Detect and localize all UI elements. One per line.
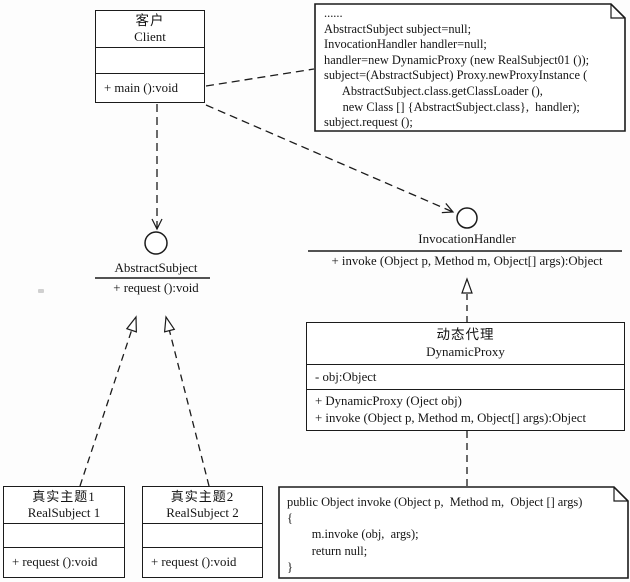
- client-code-note: ...... AbstractSubject subject=null; Inv…: [324, 6, 622, 131]
- realsubject1-class-name-cn: 真实主题1: [32, 489, 96, 505]
- realsubject2-class-methods: + request ():void: [143, 547, 262, 577]
- invocationhandler-invoke-method: + invoke (Object p, Method m, Object[] a…: [331, 254, 603, 268]
- dynamicproxy-obj-attribute: - obj:Object: [315, 369, 377, 384]
- realsubject1-class-box: 真实主题1 RealSubject 1 + request ():void: [3, 486, 125, 578]
- client-depends-invocationhandler-arrow: [205, 104, 455, 214]
- code-line: {: [287, 511, 293, 526]
- code-line: subject.request ();: [324, 115, 413, 130]
- realsubject2-class-box: 真实主题2 RealSubject 2 + request ():void: [142, 486, 263, 578]
- realsubject2-class-name-cn: 真实主题2: [170, 489, 235, 505]
- invocationhandler-interface-lollipop-icon: [456, 207, 478, 229]
- client-main-method: + main ():void: [104, 80, 179, 95]
- dynamicproxy-class-attributes: - obj:Object: [307, 364, 624, 389]
- note-fold-corner-icon: [613, 487, 628, 502]
- realsubject1-realizes-abstractsubject-arrow: [79, 315, 137, 487]
- realsubject1-class-title: 真实主题1 RealSubject 1: [4, 487, 124, 523]
- client-class-attributes-empty: [96, 47, 204, 73]
- client-class-methods: + main ():void: [96, 73, 204, 102]
- realsubject1-class-name-en: RealSubject 1: [27, 505, 101, 520]
- code-line: return null;: [287, 543, 368, 558]
- realsubject1-request-method: + request ():void: [12, 555, 98, 569]
- dynamicproxy-ctor-method: + DynamicProxy (Oject obj): [315, 394, 462, 408]
- code-line: subject=(AbstractSubject) Proxy.newProxy…: [324, 68, 588, 83]
- dynamicproxy-class-methods: + DynamicProxy (Oject obj) + invoke (Obj…: [307, 389, 624, 430]
- code-line: }: [287, 559, 293, 574]
- code-line: AbstractSubject subject=null;: [324, 21, 472, 36]
- abstractsubject-interface-name: AbstractSubject: [114, 260, 198, 275]
- note-fold-corner-icon: [610, 4, 625, 19]
- client-code-note-shape: [314, 3, 626, 132]
- realsubject1-class-methods: + request ():void: [4, 547, 124, 577]
- stray-mark: [38, 289, 44, 293]
- client-class-name-cn: 客户: [135, 12, 165, 28]
- client-to-note-connector: [205, 68, 315, 87]
- code-line: m.invoke (obj, args);: [287, 527, 419, 542]
- code-line: public Object invoke (Object p, Method m…: [287, 495, 583, 509]
- invoke-code-note: public Object invoke (Object p, Method m…: [287, 494, 623, 575]
- client-class-box: 客户 Client + main ():void: [95, 10, 205, 103]
- dynamicproxy-class-title: 动态代理 DynamicProxy: [307, 323, 624, 364]
- realsubject2-request-method: + request ():void: [151, 555, 237, 569]
- code-line: ......: [324, 6, 343, 20]
- client-class-name-en: Client: [134, 29, 166, 45]
- dynamicproxy-invoke-method: + invoke (Object p, Method m, Object[] a…: [315, 411, 587, 425]
- realsubject2-realizes-abstractsubject-arrow: [163, 315, 210, 487]
- realsubject2-class-attributes-empty: [143, 523, 262, 547]
- invocationhandler-interface-name: InvocationHandler: [418, 231, 516, 246]
- realsubject2-class-name-en: RealSubject 2: [166, 505, 239, 520]
- code-line: handler=new DynamicProxy (new RealSubjec…: [324, 52, 590, 67]
- realsubject2-class-title: 真实主题2 RealSubject 2: [143, 487, 262, 523]
- dynamicproxy-class-box: 动态代理 DynamicProxy - obj:Object + Dynamic…: [306, 322, 625, 431]
- dynamicproxy-class-name-cn: 动态代理: [436, 327, 495, 343]
- abstractsubject-request-method: + request ():void: [113, 281, 199, 295]
- dynamicproxy-class-name-en: DynamicProxy: [426, 343, 505, 359]
- realsubject1-class-attributes-empty: [4, 523, 124, 547]
- client-class-title: 客户 Client: [96, 11, 204, 47]
- code-line: InvocationHandler handler=null;: [324, 37, 487, 52]
- abstractsubject-interface-lollipop-icon: [144, 231, 168, 255]
- invoke-code-note-shape: [278, 486, 629, 579]
- code-line: AbstractSubject.class.getClassLoader (),: [324, 83, 543, 98]
- code-line: new Class [] {AbstractSubject.class}, ha…: [324, 99, 580, 114]
